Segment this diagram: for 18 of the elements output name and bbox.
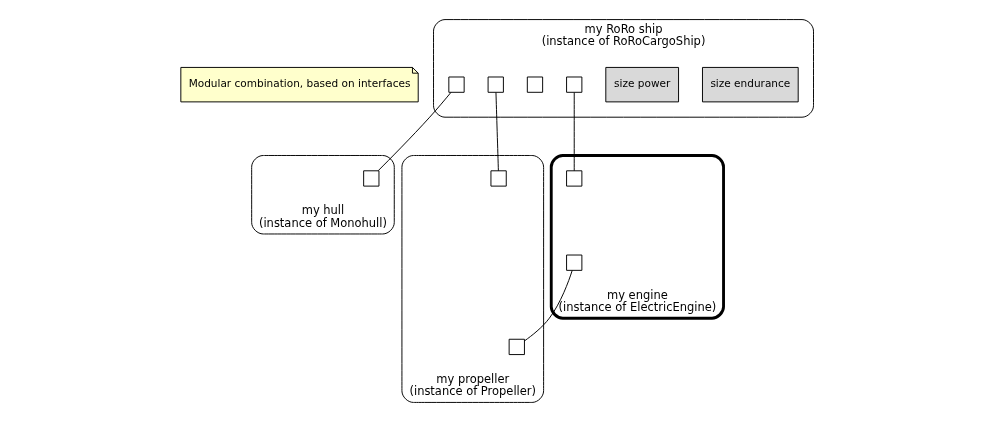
cluster: my propeller (instance of Propeller) [401,155,545,403]
node-box [526,76,544,93]
node-box [490,170,507,187]
node-box [566,254,583,271]
node-box [566,76,583,93]
connector [495,92,499,172]
node-box [448,76,465,93]
cluster: my engine (instance of ElectricEngine) [549,154,725,320]
connector [573,92,575,172]
node-box: size power [605,66,680,103]
node-box: size endurance [702,66,799,103]
connector [377,92,452,172]
connector [524,270,573,342]
cluster: my hull (instance of Monohull) [251,155,395,235]
node-box [363,170,380,187]
node-box [487,76,504,93]
node-box [566,170,583,187]
node-box [508,338,525,356]
